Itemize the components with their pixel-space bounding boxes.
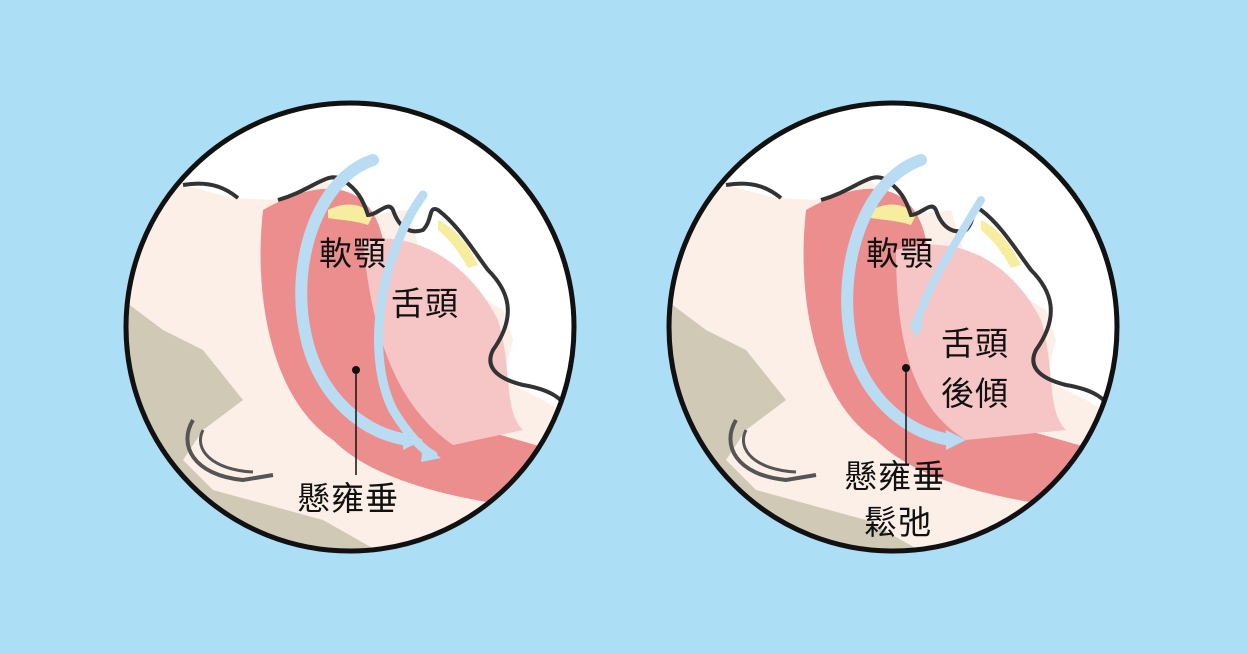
label-tongue-line1: 舌頭 [941, 324, 1009, 363]
airway-cross-section [123, 100, 577, 554]
label-tongue-line2: 後傾 [941, 374, 1009, 413]
label-soft-palate: 軟顎 [319, 234, 387, 273]
label-uvula-line2: 鬆弛 [864, 503, 932, 542]
obstructed-airway-illustration: 軟顎 舌頭 後傾 懸雍垂 鬆弛 [666, 100, 1120, 554]
normal-airway-illustration: 軟顎 舌頭 懸雍垂 [123, 100, 577, 554]
label-uvula: 懸雍垂 [297, 479, 399, 518]
label-tongue: 舌頭 [391, 284, 459, 323]
label-soft-palate: 軟顎 [866, 234, 934, 273]
label-uvula-line1: 懸雍垂 [844, 457, 946, 496]
airway-cross-section [666, 100, 1120, 554]
